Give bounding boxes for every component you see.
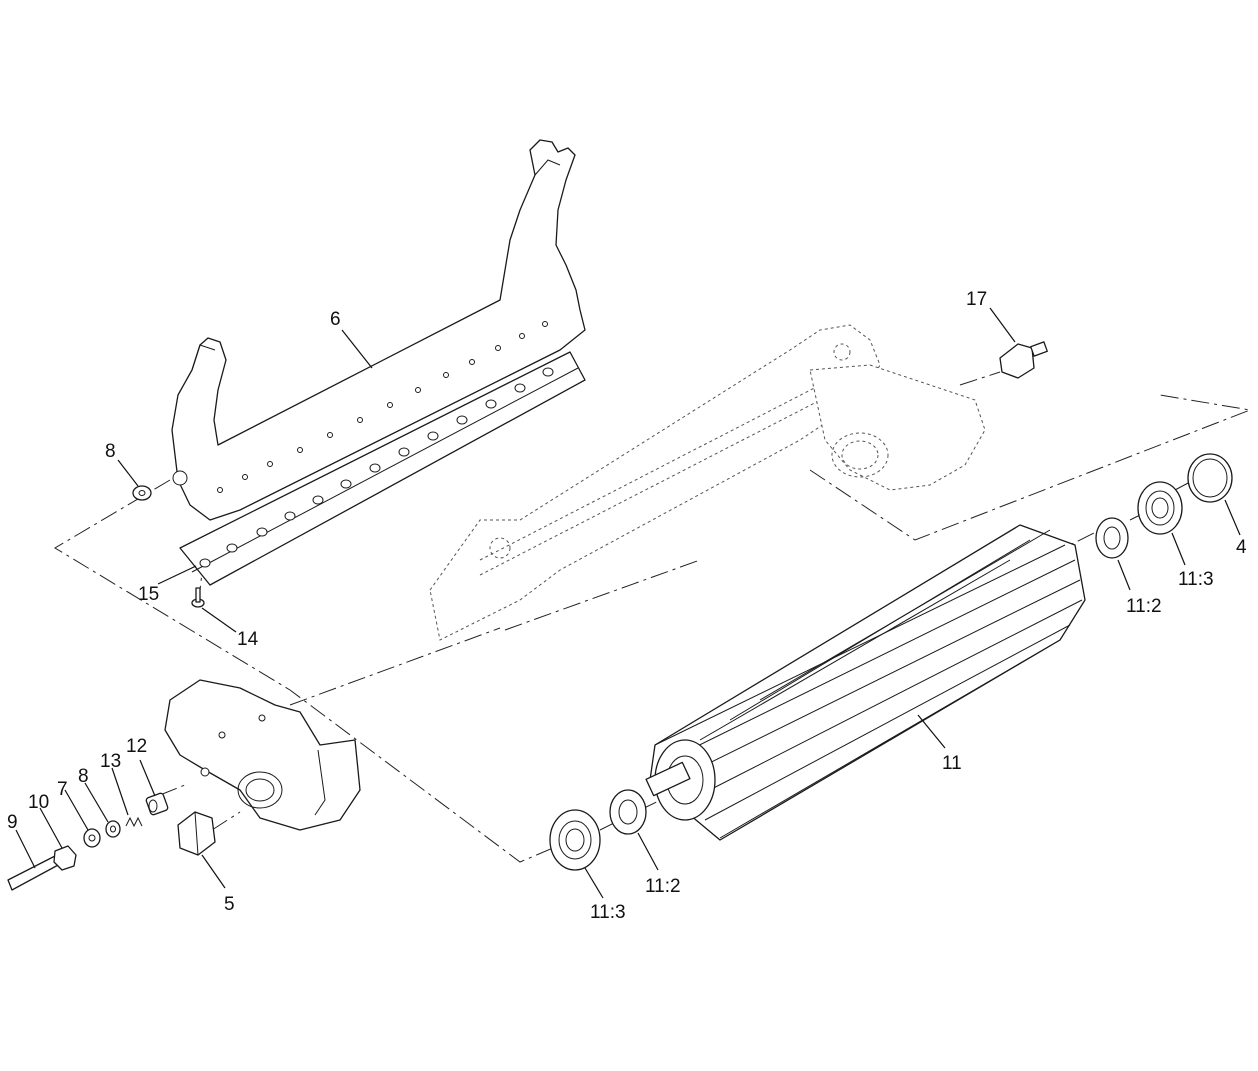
washer-part-7: [83, 828, 101, 848]
callout-4: 4: [1236, 537, 1247, 558]
callout-labels: 17 6 8 15 14 11:2 11:3 4 11 12 13 8 7 10…: [7, 289, 1247, 923]
callout-11-3-right: 11:3: [1178, 569, 1214, 590]
nut-part-10: [53, 845, 77, 871]
callout-5: 5: [224, 894, 235, 915]
callout-14: 14: [237, 629, 259, 650]
reel-frame-ghost: [429, 324, 986, 641]
callout-8-top: 8: [105, 441, 116, 462]
callout-15: 15: [138, 584, 159, 605]
bushing-part-12: [145, 792, 169, 816]
callout-6: 6: [330, 309, 341, 330]
bedknife-holes: [199, 367, 554, 568]
seal-part-11-2-bottom: [609, 789, 647, 835]
seal-part-11-2-right: [1095, 517, 1129, 559]
bearing-part-11-3-bottom: [549, 809, 601, 871]
spring-part-13: [125, 816, 143, 828]
screw-part-14: [191, 587, 205, 608]
washer-part-8-top: [132, 485, 152, 501]
left-side-plate: [164, 679, 361, 831]
bedknife-part-15: [179, 351, 586, 586]
callout-13: 13: [100, 751, 121, 772]
callout-8-left: 8: [78, 766, 89, 787]
callout-17: 17: [966, 289, 987, 310]
reel-blades: [654, 529, 1083, 839]
callout-11-2-right: 11:2: [1126, 596, 1162, 617]
washer-part-8-left: [105, 820, 121, 838]
bedbar-part-6: [171, 139, 586, 521]
callout-12: 12: [126, 736, 147, 757]
callout-11: 11: [942, 753, 962, 774]
shaft-part-9: [7, 855, 61, 891]
bedbar-mounting-holes: [217, 321, 548, 493]
callout-10: 10: [28, 792, 49, 813]
shaft-hardware: [7, 792, 169, 891]
ring-part-4: [1187, 453, 1233, 503]
callout-11-3-bottom: 11:3: [590, 902, 626, 923]
reel-part-11: [645, 524, 1086, 841]
fitting-part-17: [999, 341, 1048, 379]
leader-lines: [15, 307, 1241, 899]
plug-part-5: [177, 811, 216, 856]
bearing-part-11-3-right: [1137, 481, 1183, 535]
callout-11-2-bottom: 11:2: [645, 876, 681, 897]
callout-9: 9: [7, 812, 18, 833]
callout-7: 7: [57, 779, 68, 800]
